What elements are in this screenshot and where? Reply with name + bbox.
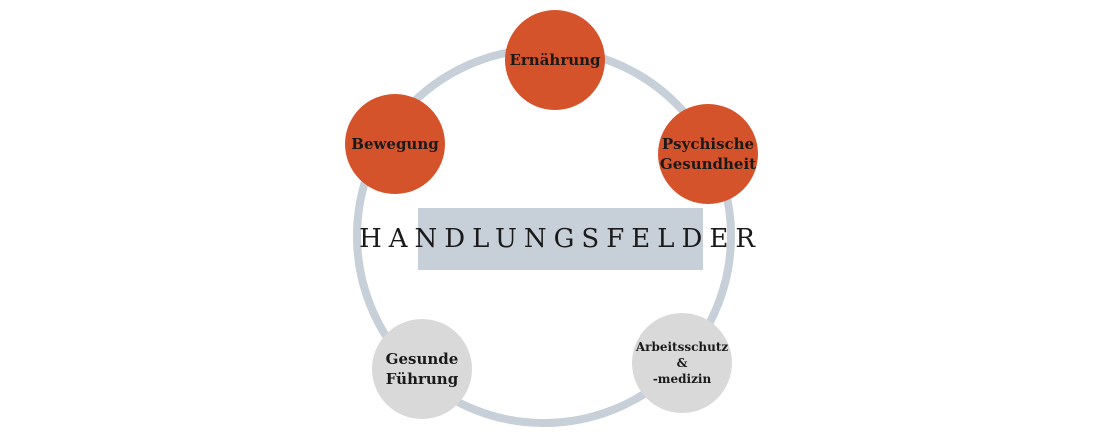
node-gesunde-fuehrung-label: Gesunde Führung [385, 349, 459, 388]
node-ernaehrung: Ernährung [505, 10, 605, 110]
node-bewegung: Bewegung [345, 94, 445, 194]
node-psychische-gesundheit: Psychische Gesundheit [658, 104, 758, 204]
node-ernaehrung-label: Ernährung [509, 50, 601, 69]
center-title-box: HANDLUNGSFELDER [359, 208, 755, 270]
node-arbeitsschutz-medizin: Arbeitsschutz & -medizin [632, 313, 732, 413]
center-title: HANDLUNGSFELDER [359, 224, 762, 254]
node-psychische-gesundheit-label: Psychische Gesundheit [659, 134, 757, 173]
node-bewegung-label: Bewegung [351, 134, 439, 153]
node-gesunde-fuehrung: Gesunde Führung [372, 319, 472, 419]
node-arbeitsschutz-medizin-label: Arbeitsschutz & -medizin [635, 339, 729, 387]
